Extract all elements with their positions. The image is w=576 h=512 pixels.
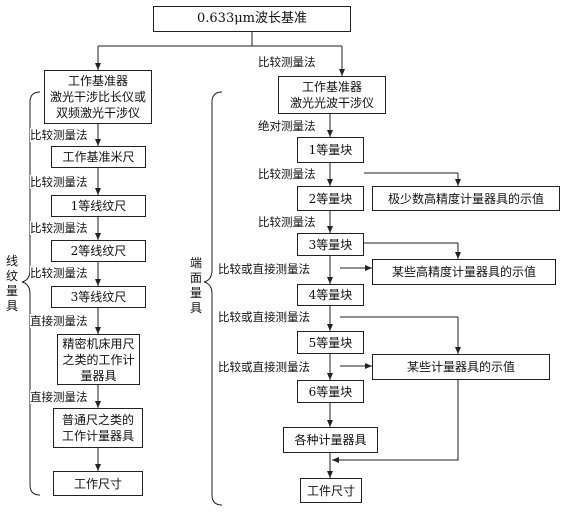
- left-grade3-line-scale-box: 3等线纹尺: [51, 286, 146, 308]
- right-grade1-gauge-block-box: 1等量块: [297, 137, 364, 163]
- right-method-label-4: 比较或直接测量法: [218, 262, 310, 276]
- right-method-label-5: 比较或直接测量法: [218, 310, 310, 324]
- right-grade2-gauge-block-box: 2等量块: [297, 186, 364, 211]
- left-working-meter-box: 工作基准米尺: [51, 146, 146, 168]
- right-group-char-4: 具: [189, 301, 202, 315]
- right-root-line-1: 工作基准器: [301, 80, 362, 94]
- left-precision-tool-box: 精密机床用尺 之类的工作计 量器具: [57, 334, 140, 385]
- wavelength-standard-title: 0.633μm波长基准: [197, 11, 307, 26]
- right-grade3-gauge-block-box: 3等量块: [297, 233, 364, 256]
- left-workpiece-size-box: 工作尺寸: [53, 471, 143, 496]
- right-group-char-1: 端: [189, 256, 202, 270]
- left-working-standard-box: 工作基准器 激光干涉比长仪或 双频激光干涉仪: [44, 70, 152, 124]
- right-group-char-2: 面: [189, 271, 202, 285]
- left-group-char-3: 量: [5, 284, 18, 298]
- left-method-label-6: 直接测量法: [30, 390, 88, 404]
- right-workpiece-size-box: 工件尺寸: [300, 478, 362, 503]
- left-group-char-2: 纹: [5, 269, 18, 283]
- left-method-label-2: 比较测量法: [30, 175, 88, 189]
- right-grade5-gauge-block-box: 5等量块: [297, 331, 364, 354]
- right-working-standard-box: 工作基准器 激光光波干涉仪: [278, 76, 386, 114]
- left-method-label-5: 直接测量法: [30, 314, 88, 328]
- right-some-instruments-box: 某些计量器具的示值: [372, 354, 550, 380]
- left-common-line-1: 普通尺之类的: [61, 413, 134, 427]
- left-grade2-line-scale-box: 2等线纹尺: [51, 240, 146, 262]
- right-high-precision-few-box: 极少数高精度计量器具的示值: [372, 186, 560, 211]
- right-grade4-gauge-block-box: 4等量块: [297, 284, 364, 306]
- left-root-line-1: 工作基准器: [67, 74, 128, 88]
- left-group-char-4: 具: [5, 299, 18, 313]
- right-root-line-2: 激光光波干涉仪: [289, 96, 374, 110]
- left-method-label-4: 比较测量法: [30, 266, 88, 280]
- left-common-tool-box: 普通尺之类的 工作计量器具: [53, 408, 143, 448]
- wavelength-standard-box: 0.633μm波长基准: [153, 6, 351, 32]
- right-method-label-2: 比较测量法: [258, 167, 316, 181]
- left-method-label-3: 比较测量法: [30, 221, 88, 235]
- left-precision-line-2: 之类的工作计: [62, 352, 135, 367]
- right-method-label-1: 绝对测量法: [258, 119, 316, 133]
- left-method-label-1: 比较测量法: [30, 128, 88, 142]
- right-group-char-3: 量: [189, 286, 202, 300]
- right-high-precision-some-box: 某些高精度计量器具的示值: [372, 259, 556, 285]
- left-precision-line-1: 精密机床用尺: [62, 336, 135, 351]
- left-grade1-line-scale-box: 1等线纹尺: [51, 195, 146, 217]
- right-method-label-6: 比较或直接测量法: [218, 360, 310, 374]
- right-group-label: 端 面 量 具: [189, 256, 203, 316]
- left-root-line-2: 激光干涉比长仪或: [49, 90, 146, 104]
- left-common-line-2: 工作计量器具: [61, 429, 134, 443]
- left-precision-line-3: 量器具: [80, 368, 117, 383]
- right-method-label-3: 比较测量法: [258, 215, 316, 229]
- left-group-label: 线 纹 量 具: [5, 254, 19, 314]
- left-group-char-1: 线: [5, 254, 18, 268]
- right-method-label-0: 比较测量法: [258, 55, 316, 69]
- right-grade6-gauge-block-box: 6等量块: [297, 380, 364, 403]
- right-various-instruments-box: 各种计量器具: [283, 427, 378, 453]
- left-root-line-3: 双频激光干涉仪: [55, 106, 140, 120]
